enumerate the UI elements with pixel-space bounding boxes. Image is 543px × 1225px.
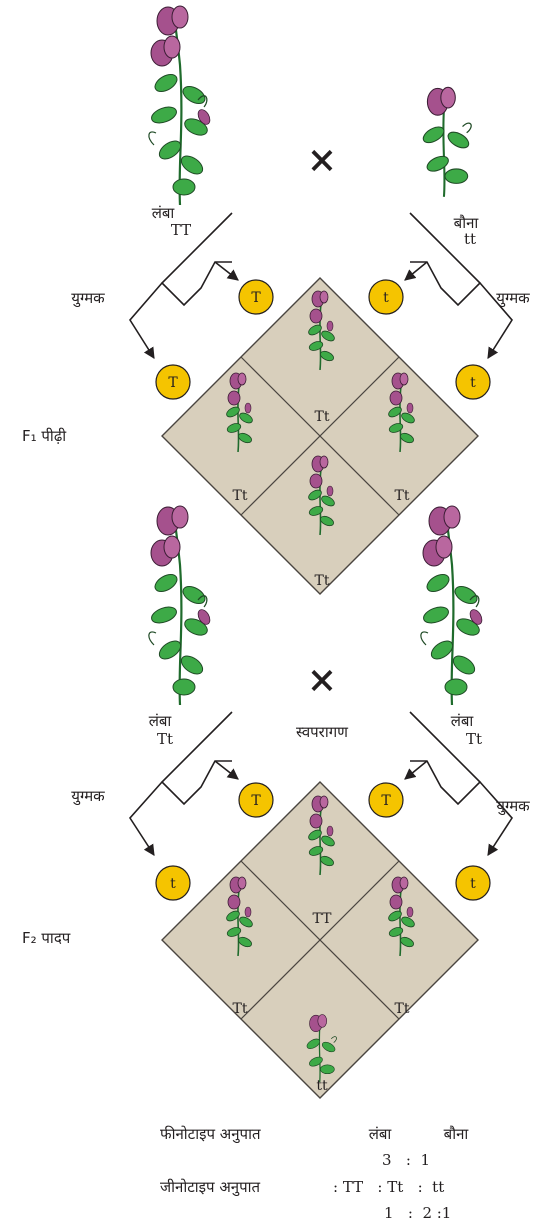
f1-row-label: F₁ पीढ़ी: [22, 427, 67, 445]
f2-gamete-lower-left: t: [155, 865, 191, 901]
f1-cell-right-genotype: Tt: [395, 488, 410, 504]
svg-text:T: T: [251, 793, 261, 809]
f1-gamete-upper-right: t: [368, 279, 404, 315]
f1-gamete-label-right: युग्मक: [496, 289, 530, 308]
f2-gamete-upper-left: T: [238, 782, 274, 818]
p-right-arrow-lower: [479, 282, 513, 359]
svg-text:t: t: [383, 290, 389, 306]
dwarf-parent-genotype: tt: [464, 230, 476, 248]
f1-cell-left-genotype: Tt: [233, 488, 248, 504]
parent-cross-symbol: ×: [307, 139, 337, 181]
tall-parent-genotype: TT: [171, 221, 191, 239]
f1-cell-top-genotype: Tt: [315, 409, 330, 425]
f2-gamete-upper-right: T: [368, 782, 404, 818]
f2-cell-bottom-genotype: tt: [316, 1078, 328, 1094]
f1-cross-symbol: ×: [307, 659, 337, 701]
genotype-ratio-values: 1 : 2 :1: [384, 1204, 451, 1222]
svg-text:T: T: [168, 375, 178, 391]
f1-left-genotype: Tt: [157, 730, 173, 748]
tall-parent-plant: [147, 5, 214, 205]
svg-text:T: T: [381, 793, 391, 809]
self-pollination-label: स्वपरागण: [296, 723, 349, 741]
genotype-ratio-classes: : TT : Tt : tt: [333, 1178, 444, 1196]
f1-left-arrow-upper: [214, 760, 239, 780]
p-left-arrow-upper: [214, 261, 239, 281]
f2-gamete-label-left: युग्मक: [71, 787, 105, 806]
phenotype-tall-label: लंबा: [369, 1125, 393, 1143]
f1-gamete-label-left: युग्मक: [71, 289, 105, 308]
f1-right-label: लंबा: [451, 712, 475, 730]
f2-cell-top-genotype: TT: [313, 911, 333, 927]
f1-right-bracket: [409, 711, 482, 806]
f2-punnett-square: [161, 781, 479, 1099]
dwarf-parent-label: बौना: [454, 214, 480, 232]
phenotype-ratio-label: फीनोटाइप अनुपात: [160, 1125, 261, 1144]
svg-text:T: T: [251, 290, 261, 306]
f1-right-genotype: Tt: [466, 730, 482, 748]
svg-text:t: t: [170, 876, 176, 892]
f1-right-plant: [419, 505, 486, 705]
svg-text:t: t: [470, 375, 476, 391]
f1-left-bracket: [160, 711, 233, 806]
p-right-arrow-upper: [404, 261, 428, 281]
f1-left-plant: [147, 505, 214, 705]
phenotype-dwarf-label: बौना: [444, 1125, 470, 1143]
f1-cell-bottom-genotype: Tt: [315, 573, 330, 589]
p-left-bracket: [160, 212, 233, 307]
dwarf-parent-plant: [419, 86, 473, 198]
f2-gamete-lower-right: t: [455, 865, 491, 901]
f2-gamete-label-right: युग्मक: [496, 797, 530, 816]
phenotype-ratio-values: 3 : 1: [382, 1151, 430, 1169]
f1-right-arrow-lower: [479, 781, 514, 856]
p-right-bracket: [409, 212, 482, 307]
f1-gamete-lower-left: T: [155, 364, 191, 400]
f2-cell-left-genotype: Tt: [233, 1001, 248, 1017]
p-left-arrow-lower: [129, 282, 163, 359]
f1-punnett-square: [161, 277, 479, 595]
f2-cell-right-genotype: Tt: [395, 1001, 410, 1017]
tall-parent-label: लंबा: [152, 204, 176, 222]
f1-right-arrow-upper: [404, 760, 428, 780]
f1-gamete-lower-right: t: [455, 364, 491, 400]
svg-text:t: t: [470, 876, 476, 892]
f1-left-label: लंबा: [149, 712, 173, 730]
f1-left-arrow-lower: [128, 781, 163, 856]
f1-gamete-upper-left: T: [238, 279, 274, 315]
genotype-ratio-label: जीनोटाइप अनुपात: [160, 1178, 261, 1197]
f2-row-label: F₂ पादप: [22, 929, 71, 947]
